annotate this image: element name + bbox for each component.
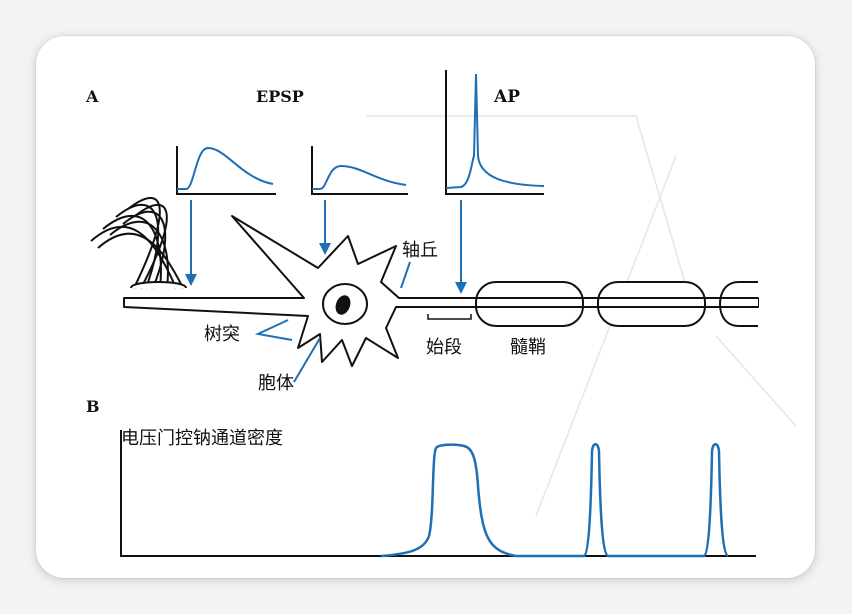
ap-label: AP — [493, 87, 520, 107]
ap-axes — [445, 70, 544, 195]
density-trace — [380, 443, 729, 558]
myelin-label: 髓鞘 — [510, 337, 546, 358]
epsp-label: EPSP — [256, 87, 304, 106]
myelin-segment-1 — [475, 281, 584, 327]
density-plot — [120, 430, 756, 558]
initial-segment-bracket — [427, 314, 472, 320]
dendrite-label: 树突 — [204, 324, 240, 345]
axon-hillock-pointer — [400, 261, 411, 289]
recording-arrows — [185, 200, 467, 294]
myelin-sheaths — [475, 281, 758, 327]
ap-trace — [445, 73, 545, 189]
soma-pointer — [293, 337, 321, 383]
figure-card: A EPSP AP — [36, 36, 815, 578]
epsp-2-axes — [311, 146, 408, 195]
myelin-segment-3 — [718, 281, 758, 327]
axon-hillock-label: 轴丘 — [402, 240, 438, 261]
presynaptic-terminals — [90, 197, 187, 289]
panel-a-label: A — [85, 87, 99, 106]
neuron-figure: A EPSP AP — [85, 70, 797, 558]
sodium-channel-density-label: 电压门控钠通道密度 — [121, 428, 283, 449]
epsp-2-trace — [312, 164, 407, 190]
epsp-recording-2 — [311, 146, 408, 195]
epsp-recording-1 — [176, 146, 276, 195]
neuron — [123, 215, 759, 367]
nucleolus — [335, 295, 351, 315]
faint-background-lines — [366, 115, 797, 517]
neuron-outline — [123, 215, 759, 367]
soma-label: 胞体 — [258, 373, 294, 394]
epsp-1-trace — [177, 146, 274, 190]
epsp-1-axes — [176, 146, 276, 195]
dendrite-pointer — [254, 319, 293, 341]
ap-recording — [445, 70, 545, 195]
initial-segment-label: 始段 — [426, 337, 462, 358]
panel-b-label: B — [86, 397, 100, 416]
myelin-segment-2 — [597, 281, 706, 327]
